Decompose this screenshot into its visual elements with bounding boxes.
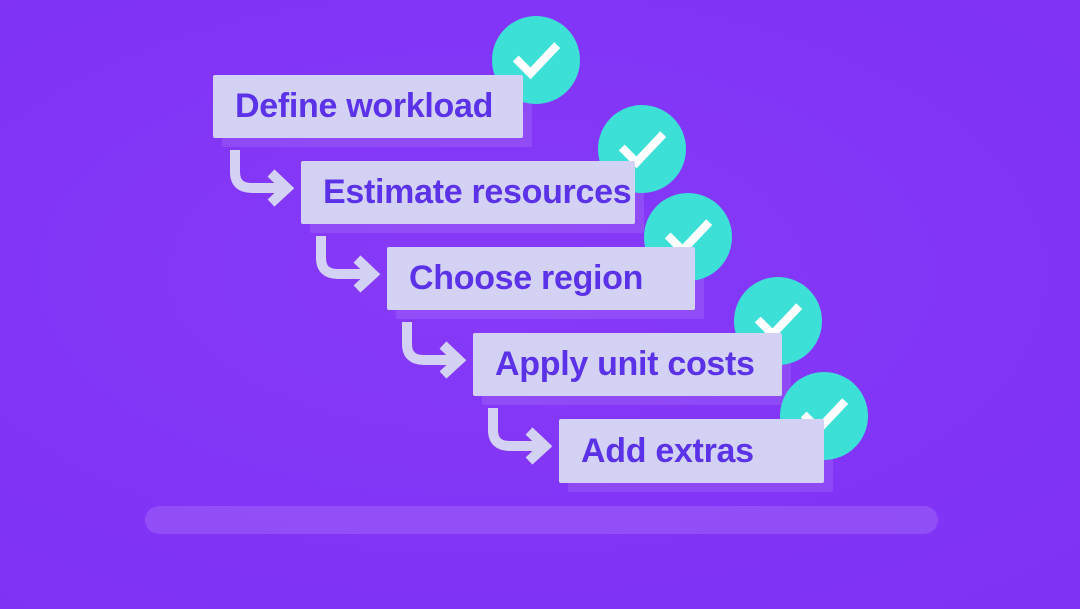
step-box-2[interactable]: Estimate resources	[301, 161, 635, 224]
step-box-1[interactable]: Define workload	[213, 75, 523, 138]
step-label: Add extras	[581, 431, 754, 470]
step-box-5[interactable]: Add extras	[559, 419, 824, 483]
step-label: Apply unit costs	[495, 345, 755, 383]
step-label: Choose region	[409, 259, 644, 297]
flow-arrow-icon	[400, 322, 470, 379]
step-label: Estimate resources	[323, 173, 632, 211]
flow-arrow-icon	[314, 236, 384, 293]
bottom-progress-bar	[145, 506, 938, 534]
step-label: Define workload	[235, 87, 494, 125]
step-box-4[interactable]: Apply unit costs	[473, 333, 782, 396]
step-box-3[interactable]: Choose region	[387, 247, 695, 310]
flow-arrow-icon	[228, 150, 298, 207]
flow-arrow-icon	[486, 408, 556, 465]
